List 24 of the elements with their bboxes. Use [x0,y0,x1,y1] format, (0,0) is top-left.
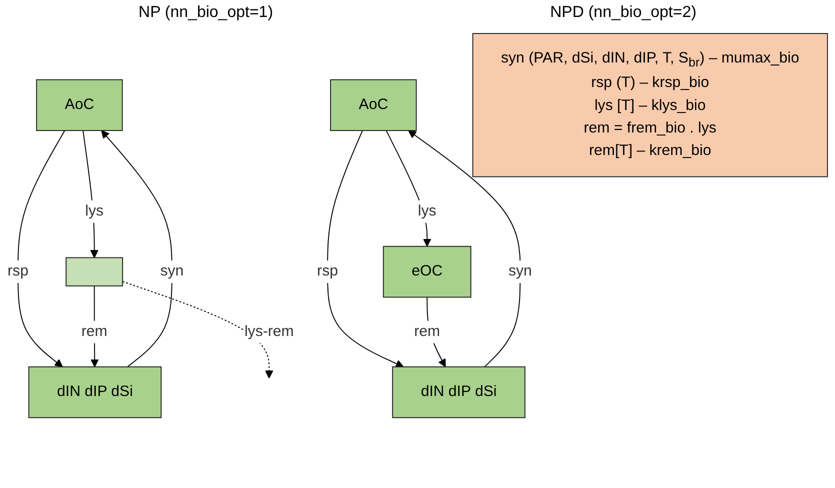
edge-label: lys [85,203,104,220]
node-box: AoC [36,79,123,132]
arrow [101,130,172,368]
arrow [18,130,66,368]
arrow [122,281,274,378]
edge-label: rsp [317,263,338,280]
edge-label: syn [508,263,532,280]
node-box [66,257,124,286]
edge-label: rsp [8,263,28,280]
diagram-heading: NP (nn_bio_opt=1) [138,4,274,22]
arrow [386,130,432,247]
node-box: eOC [382,246,472,298]
arrow [82,130,98,258]
arrow [327,130,404,368]
edge-label: lys-rem [244,324,294,340]
diagram-heading: NPD (nn_bio_opt=2) [550,4,696,22]
node-box: dIN dIP dSi [28,366,162,418]
edge-label: lys [418,203,436,220]
edge-label: rem [81,324,108,340]
edge-label: rem [414,324,440,340]
node-box: AoC [330,79,417,132]
edge-label: syn [160,263,184,280]
node-box: syn (PAR, dSi, dIN, dIP, T, S$_{br}$) – mumax_bio rsp (T) – krsp_bio lys [T] – klys_bio rem = frem_bio . lys rem[T] – krem_bio [472,33,828,178]
node-box: dIN dIP dSi [392,366,526,418]
